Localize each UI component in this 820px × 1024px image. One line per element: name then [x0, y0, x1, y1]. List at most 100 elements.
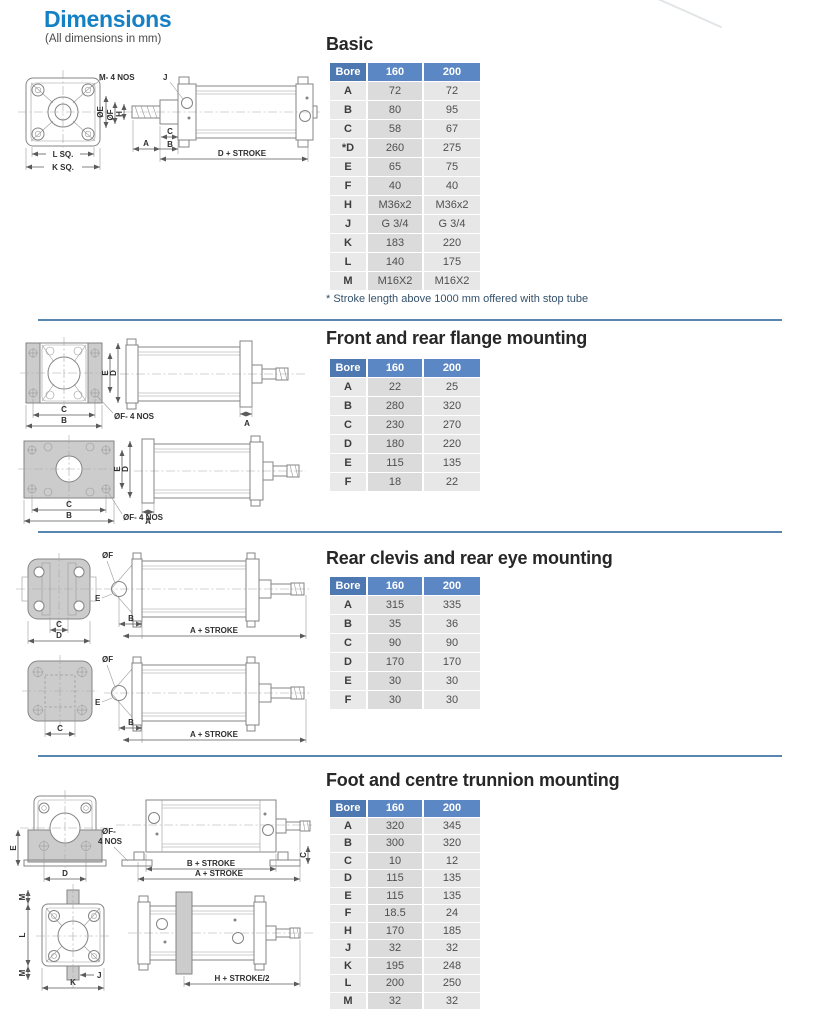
table-cell: E: [330, 454, 366, 472]
table-cell: M16X2: [368, 272, 422, 290]
table-cell: H: [330, 196, 366, 214]
dim-label-c: C: [299, 852, 308, 858]
table-cell: M: [330, 992, 366, 1009]
dim-label-a: A: [145, 517, 151, 526]
table-cell: F: [330, 905, 366, 922]
table-cell: M16X2: [424, 272, 480, 290]
table-cell: 275: [424, 139, 480, 157]
table-cell: 80: [368, 101, 422, 119]
dim-label-b-stroke: B + STROKE: [187, 859, 236, 868]
section-title-basic: Basic: [326, 34, 374, 54]
table-cell: 140: [368, 253, 422, 271]
flange-mounting-drawing: E D C B ØF- 4 NOS A: [18, 337, 306, 526]
table-cell: *D: [330, 139, 366, 157]
table-cell: 300: [368, 835, 422, 852]
bolt-holes: [28, 346, 100, 400]
foot-trunnion-drawing: E D ØF- 4 NOS B + STROKE A + STROKE C: [9, 790, 314, 991]
section-separator: [38, 319, 782, 321]
dim-label-c: C: [167, 127, 173, 136]
table-cell: 72: [424, 82, 480, 100]
table-cell: H: [330, 922, 366, 939]
column-header: Bore: [330, 800, 366, 817]
dim-label-b: B: [128, 614, 134, 623]
table-cell: 32: [368, 992, 422, 1009]
table-cell: L: [330, 253, 366, 271]
table-cell: C: [330, 416, 366, 434]
table-cell: 260: [368, 139, 422, 157]
table-cell: 32: [424, 940, 480, 957]
table-cell: 30: [424, 672, 480, 690]
table-cell: 250: [424, 975, 480, 992]
table-cell: D: [330, 435, 366, 453]
column-header: Bore: [330, 63, 366, 81]
table-cell: 175: [424, 253, 480, 271]
table-cell: 10: [368, 852, 422, 869]
column-header: 160: [368, 800, 422, 817]
dim-label-d: D: [62, 869, 68, 878]
table-cell: 248: [424, 957, 480, 974]
table-cell: 67: [424, 120, 480, 138]
table-header-row: Bore 160 200: [330, 577, 480, 595]
column-header: 200: [424, 63, 480, 81]
column-header: 200: [424, 800, 480, 817]
table-cell: G 3/4: [424, 215, 480, 233]
table-cell: J: [330, 215, 366, 233]
table-cell: C: [330, 634, 366, 652]
section-title-clevis: Rear clevis and rear eye mounting: [326, 548, 613, 568]
table-cell: 270: [424, 416, 480, 434]
table-cell: A: [330, 596, 366, 614]
dim-label-d: D: [109, 370, 118, 376]
table-cell: A: [330, 817, 366, 834]
clevis-mounting-drawing: C D ØF E B A + STROKE: [16, 551, 310, 743]
table-cell: 345: [424, 817, 480, 834]
column-header: 200: [424, 577, 480, 595]
table-cell: 18.5: [368, 905, 422, 922]
table-cell: 280: [368, 397, 422, 415]
table-cell: G 3/4: [368, 215, 422, 233]
basic-drawing: M- 4 NOS L SQ. K SQ. J ØE: [18, 70, 320, 172]
section-separator: [38, 755, 782, 757]
table-cell: 90: [424, 634, 480, 652]
dim-label-of: ØF: [102, 655, 113, 664]
table-cell: 22: [368, 378, 422, 396]
column-header: 200: [424, 359, 480, 377]
dim-label-of-line1: ØF-: [102, 827, 116, 836]
table-cell: 58: [368, 120, 422, 138]
dim-label-a: A: [143, 139, 149, 148]
table-cell: B: [330, 101, 366, 119]
table-cell: 220: [424, 234, 480, 252]
dim-label-m: M: [18, 893, 27, 900]
table-cell: F: [330, 473, 366, 491]
table-cell: 18: [368, 473, 422, 491]
table-cell: 30: [368, 691, 422, 709]
table-cell: E: [330, 158, 366, 176]
dim-label-of: ØF: [102, 551, 113, 560]
table-cell: K: [330, 957, 366, 974]
table-cell: 40: [424, 177, 480, 195]
dim-label-c: C: [61, 405, 67, 414]
stroke-length-note: * Stroke length above 1000 mm offered wi…: [326, 293, 589, 305]
table-cell: 75: [424, 158, 480, 176]
page-subtitle: (All dimensions in mm): [45, 33, 162, 45]
table-cell: J: [330, 940, 366, 957]
dim-label-of-line2: 4 NOS: [98, 837, 123, 846]
dim-label-b: B: [128, 718, 134, 727]
table-cell: D: [330, 653, 366, 671]
table-cell: 115: [368, 887, 422, 904]
table-cell: 36: [424, 615, 480, 633]
dim-label-d: D: [121, 466, 130, 472]
